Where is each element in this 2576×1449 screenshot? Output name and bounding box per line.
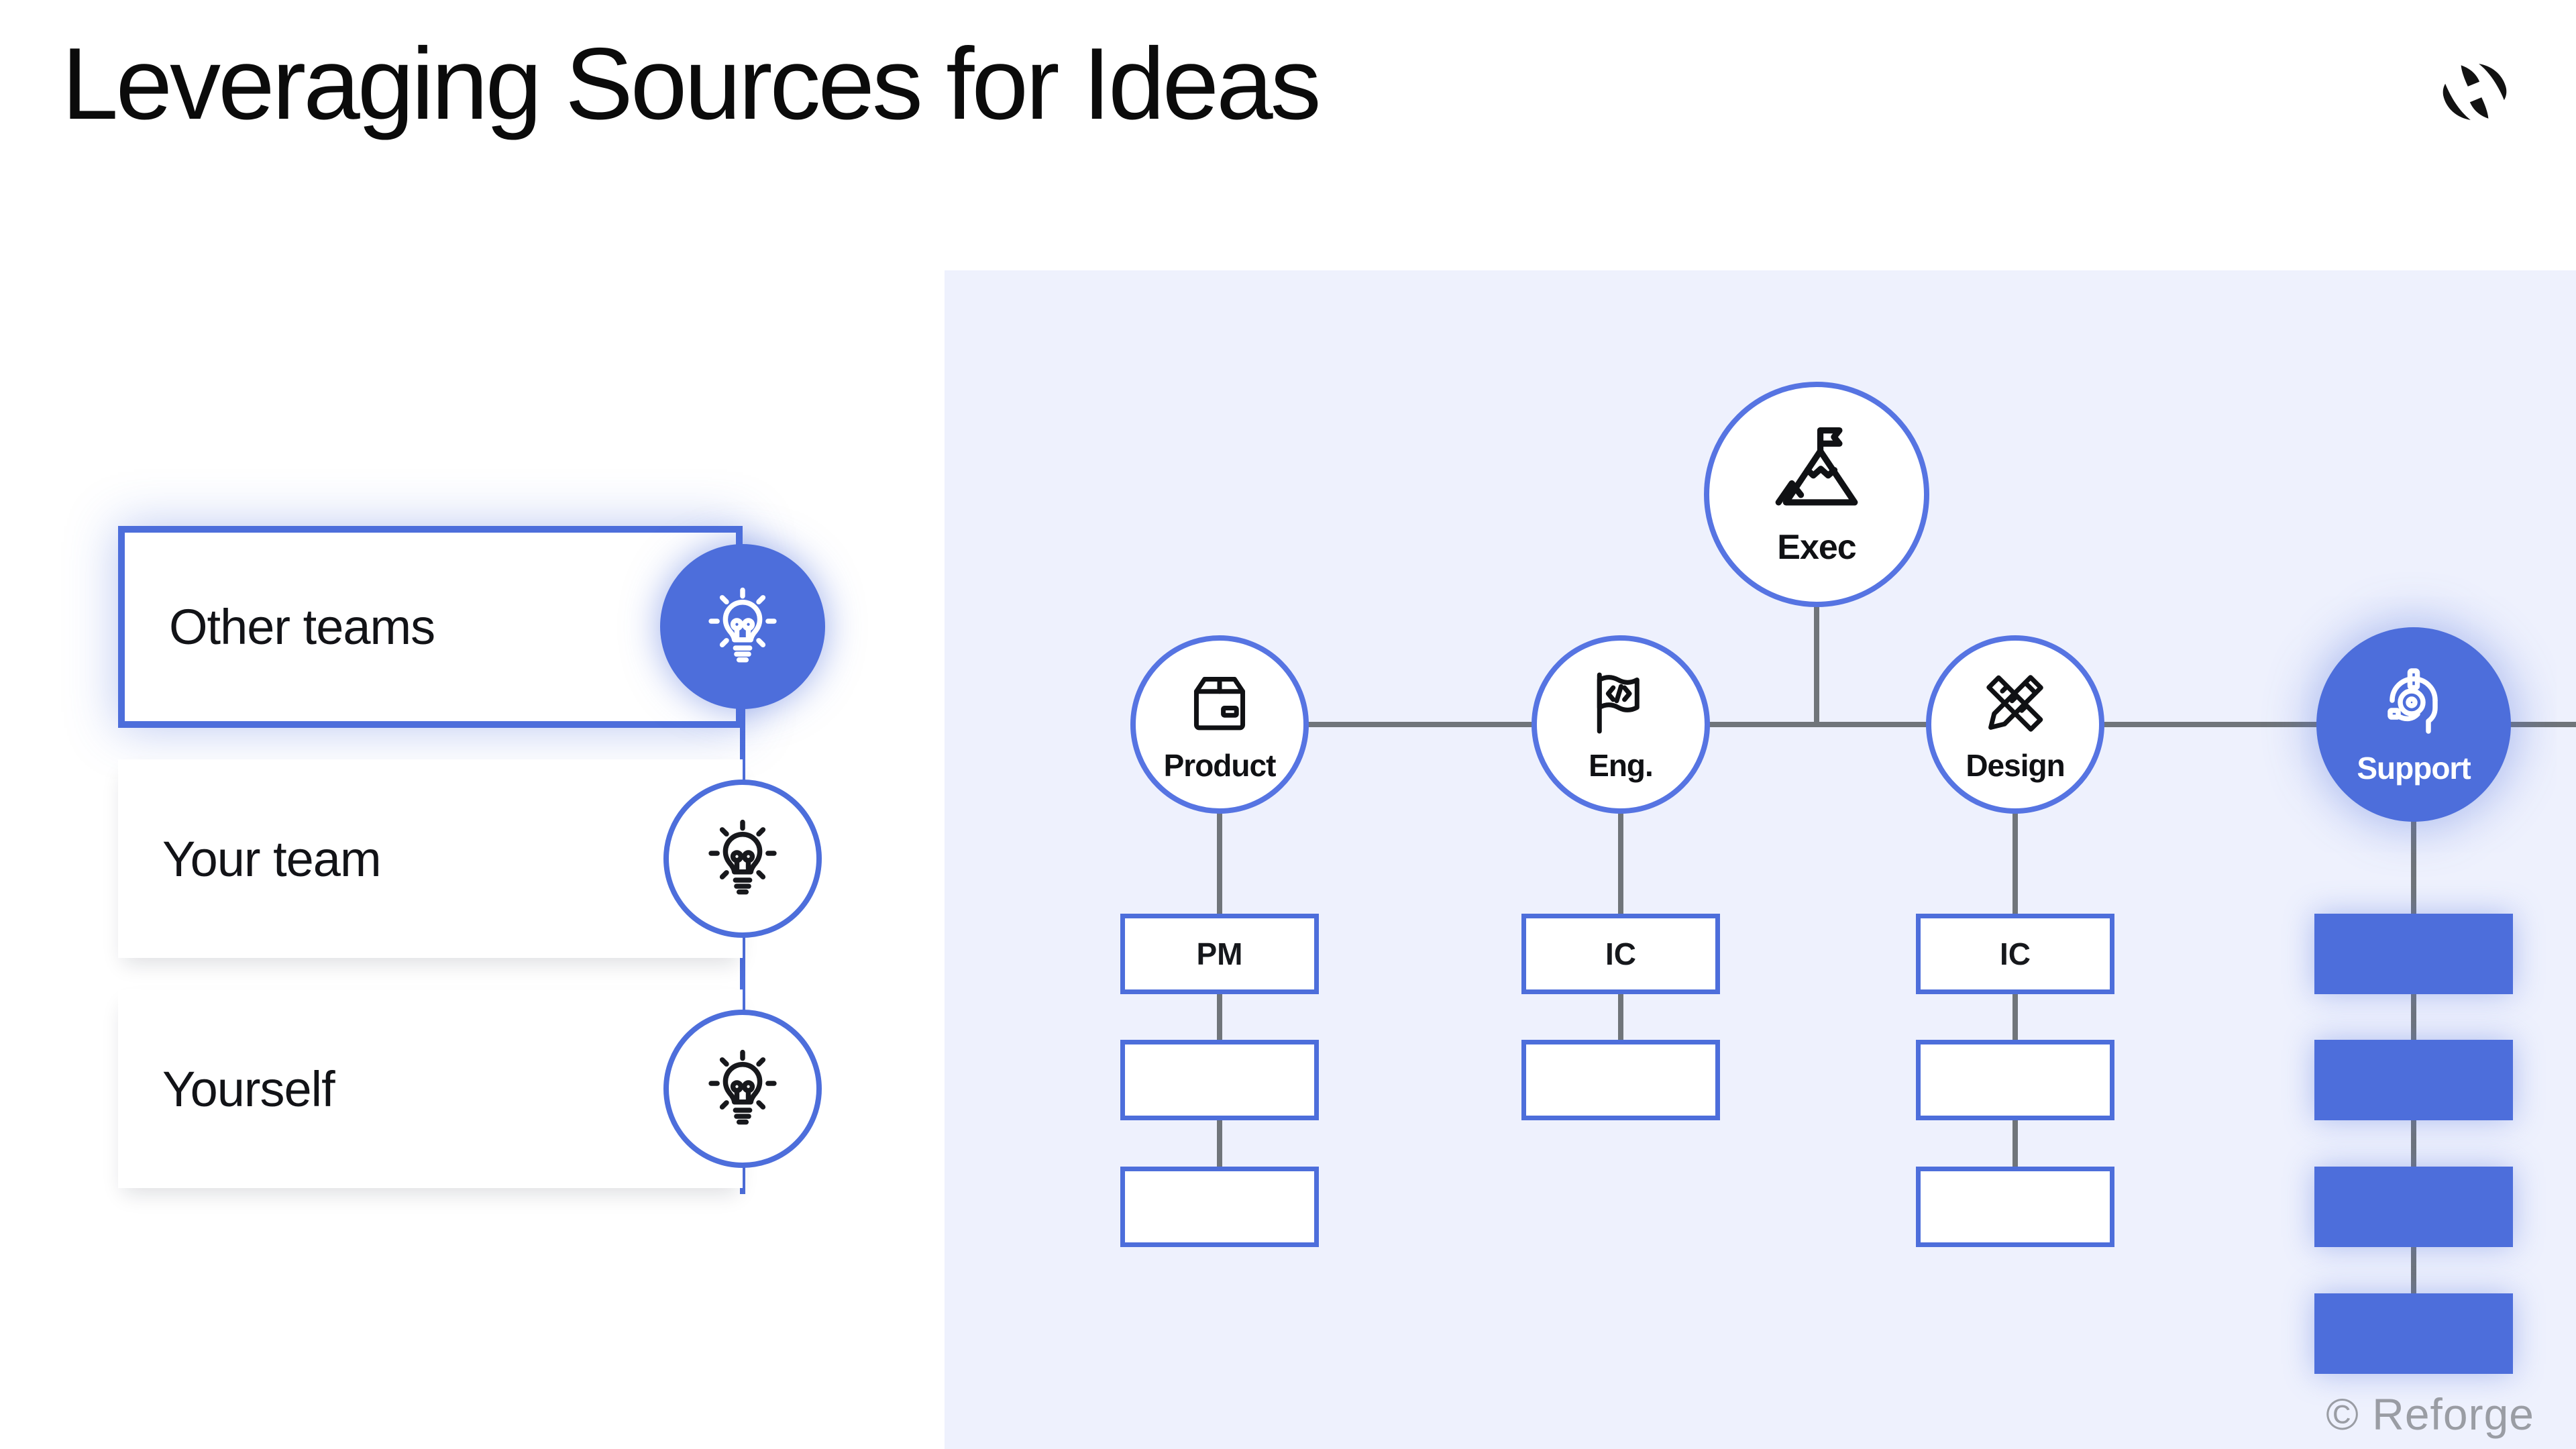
connector-line <box>1220 722 2576 727</box>
org-node-product: Product <box>1130 635 1309 814</box>
mountain-flag-icon <box>1775 427 1858 506</box>
org-node-eng: Eng. <box>1532 635 1710 814</box>
org-report-box-highlighted <box>2314 1167 2513 1247</box>
pencil-ruler-icon <box>1986 675 2043 732</box>
package-icon <box>1193 677 1246 731</box>
org-report-box: IC <box>1916 914 2114 994</box>
org-report-box: PM <box>1120 914 1319 994</box>
report-label: PM <box>1196 936 1243 971</box>
org-report-box: IC <box>1521 914 1720 994</box>
connector-line <box>1814 602 1819 727</box>
report-label: IC <box>1605 936 1636 971</box>
org-report-box-highlighted <box>2314 1040 2513 1120</box>
org-node-label: Exec <box>1777 528 1856 567</box>
source-card-your-team[interactable]: Your team <box>118 759 743 958</box>
source-card-label: Your team <box>162 830 382 887</box>
org-report-box <box>1916 1040 2114 1120</box>
lightbulb-icon <box>708 1049 777 1125</box>
org-node-exec: Exec <box>1704 382 1929 607</box>
org-node-label: Eng. <box>1589 748 1654 783</box>
source-card-label: Yourself <box>162 1061 335 1117</box>
reforge-logo-icon <box>2440 60 2509 123</box>
org-chart-panel: Exec Product Eng. <box>945 270 2576 1449</box>
lightbulb-icon <box>708 819 777 895</box>
idea-badge <box>663 780 822 938</box>
lightbulb-icon <box>708 587 777 663</box>
org-report-box <box>1916 1167 2114 1247</box>
source-card-yourself[interactable]: Yourself <box>118 989 743 1188</box>
org-node-label: Design <box>1966 748 2065 783</box>
org-node-support: Support <box>2316 627 2511 822</box>
idea-badge <box>663 1010 822 1168</box>
org-node-label: Product <box>1163 748 1277 783</box>
org-report-box <box>1120 1040 1319 1120</box>
idea-badge-selected <box>660 544 825 709</box>
report-label: IC <box>2000 936 2031 971</box>
code-flag-icon <box>1597 672 1640 734</box>
copyright-watermark: © Reforge <box>2326 1389 2534 1439</box>
org-report-box <box>1120 1167 1319 1247</box>
headset-icon <box>2387 668 2438 734</box>
org-report-box-highlighted <box>2314 1293 2513 1374</box>
org-node-design: Design <box>1926 635 2104 814</box>
org-report-box-highlighted <box>2314 914 2513 994</box>
org-report-box <box>1521 1040 1720 1120</box>
org-node-label: Support <box>2357 751 2471 786</box>
source-card-label: Other teams <box>169 599 435 655</box>
page-title: Leveraging Sources for Ideas <box>62 27 1322 141</box>
source-card-other-teams[interactable]: Other teams <box>118 526 743 728</box>
